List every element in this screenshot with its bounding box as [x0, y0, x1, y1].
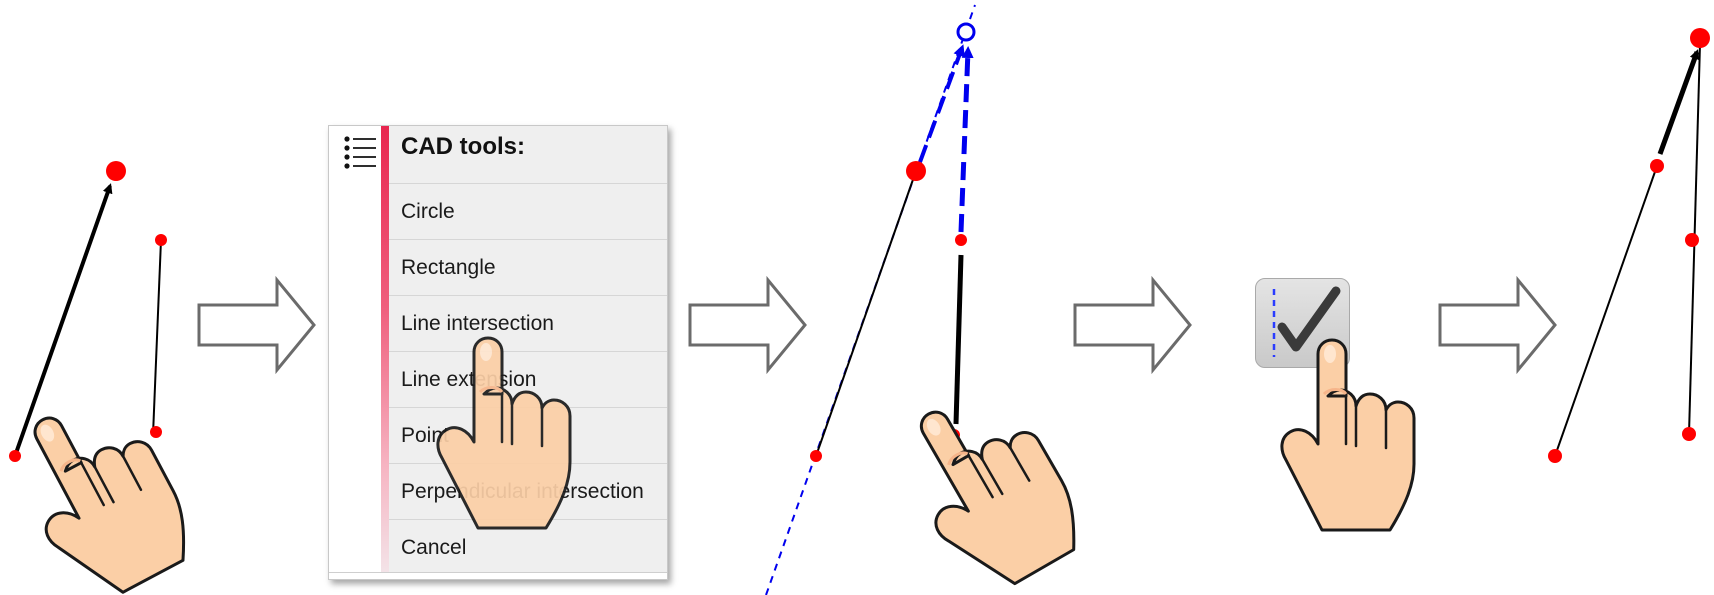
step1-selected-line — [13, 183, 113, 457]
checkmark-icon — [1272, 286, 1341, 357]
step3-endpoint-dot — [906, 161, 926, 181]
step5-point — [1548, 449, 1562, 463]
step1-point — [9, 450, 21, 462]
step3-selected-line — [953, 254, 964, 425]
pointing-hand-icon — [1280, 338, 1416, 532]
pointing-hand-icon — [883, 371, 1096, 595]
extension-dash — [918, 44, 965, 163]
right-arrow-icon — [1073, 278, 1192, 372]
step5-sketch — [1548, 28, 1710, 463]
extension-dash — [958, 46, 974, 233]
step1-point — [150, 426, 162, 438]
step3-sketch — [765, 4, 976, 595]
pointing-hand-icon — [436, 336, 572, 530]
confirm-button[interactable] — [1255, 278, 1350, 368]
list-icon — [344, 136, 376, 169]
step5-point — [1685, 233, 1699, 247]
step3-point — [955, 234, 967, 246]
step1-point — [155, 234, 167, 246]
step5-line — [1554, 165, 1658, 457]
menu-accent-bar — [381, 126, 389, 579]
step1-sketch — [9, 161, 167, 462]
menu-sidebar — [329, 126, 381, 579]
step5-extended-line — [1657, 49, 1700, 155]
menu-item-rectangle[interactable]: Rectangle — [389, 239, 667, 295]
menu-item-line-intersection[interactable]: Line intersection — [389, 295, 667, 351]
right-arrow-icon — [1438, 278, 1557, 372]
menu-title: CAD tools: — [401, 133, 525, 160]
step5-endpoint-dot — [1690, 28, 1710, 48]
step3-line — [815, 170, 917, 457]
right-arrow-icon — [197, 278, 316, 372]
menu-item-circle[interactable]: Circle — [389, 183, 667, 239]
step1-endpoint-dot — [106, 161, 126, 181]
step5-point — [1682, 427, 1696, 441]
step5-point — [1650, 159, 1664, 173]
menu-bottom-border — [329, 572, 667, 579]
right-arrow-icon — [688, 278, 807, 372]
step1-other-line — [152, 239, 162, 436]
intersection-point — [956, 22, 976, 42]
step3-point — [810, 450, 822, 462]
